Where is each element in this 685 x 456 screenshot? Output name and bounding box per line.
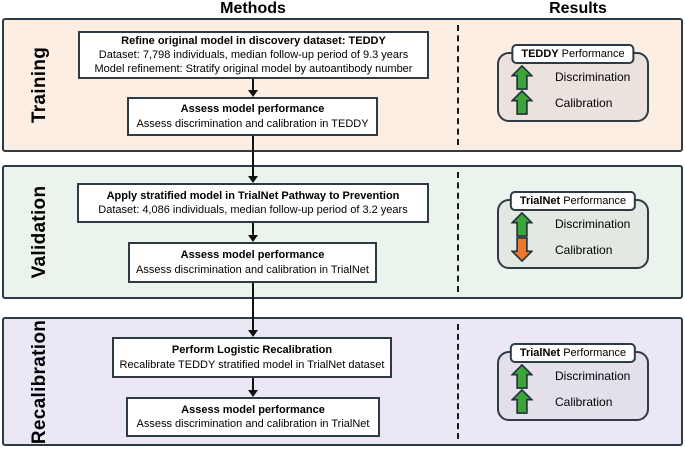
down-arrow-icon [511, 237, 533, 263]
recalibration-section-label: Recalibration [29, 319, 50, 444]
dataset-name: TrialNet [519, 195, 561, 207]
up-arrow-icon [511, 363, 533, 389]
box-title: Apply stratified model in TrialNet Pathw… [106, 189, 400, 202]
assess-performance-box: Assess model performance Assess discrimi… [128, 242, 377, 283]
box-title: Assess model performance [180, 249, 325, 262]
flow-arrow-down [248, 136, 258, 183]
metric-label: Calibration [555, 394, 613, 409]
box-title: Refine original model in discovery datas… [121, 34, 386, 47]
assess-performance-box: Assess model performance Assess discrimi… [126, 397, 380, 437]
methods-results-divider [457, 324, 459, 439]
box-line: Model refinement: Stratify original mode… [94, 63, 413, 76]
box-line: Dataset: 4,086 individuals, median follo… [98, 204, 408, 216]
metric-label: Calibration [555, 95, 613, 110]
methods-results-divider [457, 172, 459, 292]
flow-arrow-down [248, 283, 258, 337]
training-section: Training Refine original model in discov… [2, 18, 683, 152]
up-arrow-icon [511, 64, 533, 90]
box-title: Perform Logistic Recalibration [171, 344, 333, 357]
performance-rows: Discrimination Calibration [499, 201, 647, 267]
tab-suffix: Performance [561, 48, 625, 60]
performance-row: Discrimination [511, 64, 643, 90]
methods-results-divider [457, 25, 459, 145]
logistic-recalibration-box: Perform Logistic Recalibration Recalibra… [112, 337, 392, 378]
validation-section-label: Validation [29, 185, 50, 279]
performance-rows: Discrimination Calibration [499, 353, 647, 419]
training-section-label: Training [29, 46, 50, 124]
performance-row: Calibration [511, 237, 643, 263]
up-arrow-icon [511, 211, 533, 237]
flow-arrow-down [248, 378, 258, 397]
tab-suffix: Performance [563, 347, 627, 359]
box-title: Assess model performance [181, 403, 325, 416]
box-line: Dataset: 7,798 individuals, median follo… [98, 48, 409, 61]
dataset-name: TrialNet [519, 347, 561, 359]
performance-row: Discrimination [511, 363, 643, 389]
box-title: Assess model performance [180, 103, 325, 116]
dataset-name: TEDDY [521, 48, 559, 60]
metric-label: Discrimination [555, 217, 631, 232]
results-column-header: Results [549, 0, 607, 17]
metric-label: Discrimination [555, 369, 631, 384]
recalibration-section: Recalibration Perform Logistic Recalibra… [2, 317, 683, 446]
box-line: Assess discrimination and calibration in… [136, 418, 370, 430]
apply-model-box: Apply stratified model in TrialNet Pathw… [77, 183, 429, 223]
methods-column-header: Methods [220, 0, 286, 17]
performance-rows: Discrimination Calibration [499, 54, 647, 120]
box-line: Recalibrate TEDDY stratified model in Tr… [119, 358, 385, 371]
up-arrow-icon [511, 90, 533, 116]
performance-row: Discrimination [511, 211, 643, 237]
box-line: Assess discrimination and calibration in… [136, 263, 369, 276]
performance-row: Calibration [511, 90, 643, 116]
metric-label: Calibration [555, 242, 613, 257]
refine-model-box: Refine original model in discovery datas… [78, 31, 429, 79]
box-line: Assess discrimination and calibration in… [136, 117, 369, 130]
performance-row: Calibration [511, 389, 643, 415]
up-arrow-icon [511, 389, 533, 415]
validation-section: Validation Apply stratified model in Tri… [2, 165, 683, 299]
flow-arrow-down [248, 223, 258, 242]
assess-performance-box: Assess model performance Assess discrimi… [127, 97, 378, 136]
tab-suffix: Performance [563, 195, 627, 207]
metric-label: Discrimination [555, 70, 631, 85]
flow-arrow-down [248, 79, 258, 97]
